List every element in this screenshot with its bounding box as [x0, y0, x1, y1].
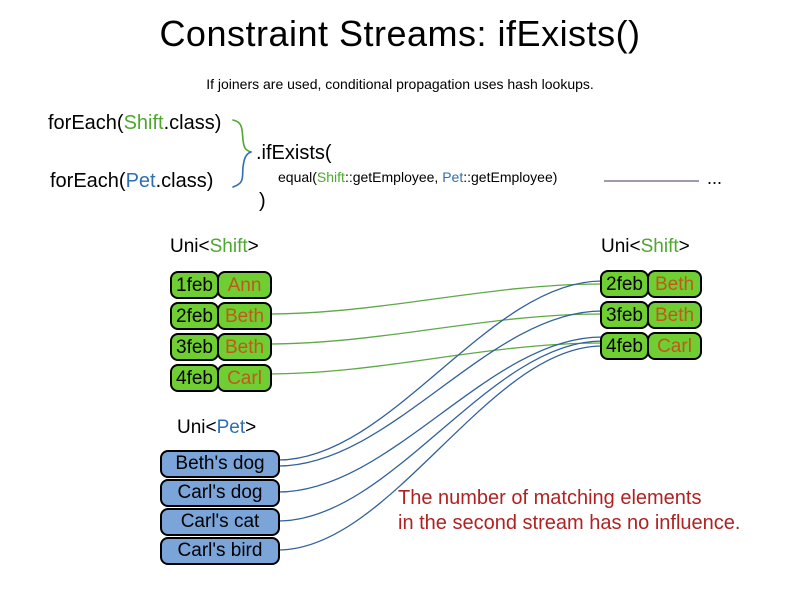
connector-line: [277, 336, 603, 493]
connector-line: [265, 313, 603, 345]
pet-class-token: Pet: [442, 169, 464, 185]
code-text: .class): [155, 170, 214, 192]
connector-line: [277, 280, 603, 461]
connector-line: [277, 310, 603, 467]
code-foreach-shift: forEach(Shift.class): [48, 112, 221, 135]
brace-top-green: [232, 119, 252, 153]
table-row: 4feb Carl: [170, 364, 272, 392]
code-foreach-pet: forEach(Pet.class): [50, 170, 213, 193]
label-text: >: [245, 417, 257, 438]
table-row: 3feb Beth: [600, 301, 702, 329]
slide-title: Constraint Streams: ifExists(): [159, 13, 641, 54]
shift-class-token: Shift: [316, 169, 345, 185]
label-text: >: [247, 236, 259, 257]
code-ifexists: .ifExists(: [256, 142, 332, 164]
shift-date-cell: 4feb: [600, 332, 649, 360]
shift-employee-cell: Carl: [217, 364, 272, 392]
label-text: Uni<: [601, 236, 641, 257]
shift-date-cell: 3feb: [600, 301, 649, 329]
table-row: 2feb Beth: [170, 302, 272, 330]
note-text: The number of matching elements in the s…: [398, 486, 740, 536]
label-text: Uni<: [170, 236, 210, 257]
note-line: in the second stream has no influence.: [398, 512, 741, 534]
pet-cell: Carl's cat: [160, 508, 280, 536]
shift-employee-cell: Beth: [217, 302, 272, 330]
slide-subtitle: If joiners are used, conditional propaga…: [206, 76, 594, 92]
shift-employee-cell: Beth: [647, 270, 702, 298]
connector-line: [277, 345, 603, 551]
label-text: >: [678, 236, 690, 257]
shift-date-cell: 2feb: [170, 302, 219, 330]
shift-date-cell: 1feb: [170, 271, 219, 299]
pet-table: Beth's dog Carl's dog Carl's cat Carl's …: [160, 450, 280, 566]
code-text: ::getEmployee): [463, 169, 558, 185]
note-line: The number of matching elements: [398, 487, 702, 509]
code-equal-joiner: equal(Shift::getEmployee, Pet::getEmploy…: [278, 169, 557, 185]
table-row: 3feb Beth: [170, 333, 272, 361]
table-row: 1feb Ann: [170, 271, 272, 299]
connector-line: [277, 340, 603, 522]
table-row: 4feb Carl: [600, 332, 702, 360]
shift-employee-cell: Beth: [217, 333, 272, 361]
code-text: ::getEmployee,: [344, 169, 443, 185]
code-close-paren: ): [259, 190, 266, 212]
shift-employee-cell: Ann: [217, 271, 272, 299]
ellipsis-text: ...: [707, 168, 723, 188]
brace-bottom-blue: [232, 151, 252, 188]
shift-class-token: Shift: [209, 236, 248, 257]
connector-line: [265, 283, 603, 315]
shift-table-right: 2feb Beth 3feb Beth 4feb Carl: [600, 270, 702, 363]
code-text: forEach(: [48, 112, 124, 134]
pet-cell: Beth's dog: [160, 450, 280, 478]
pet-class-token: Pet: [125, 170, 156, 192]
shift-date-cell: 4feb: [170, 364, 219, 392]
shift-employee-cell: Beth: [647, 301, 702, 329]
label-text: Uni<: [177, 417, 217, 438]
pet-class-token: Pet: [216, 417, 246, 438]
uni-shift-right-label: Uni<Shift>: [601, 236, 690, 258]
code-text: .class): [163, 112, 222, 134]
shift-table-left: 1feb Ann 2feb Beth 3feb Beth 4feb Carl: [170, 271, 272, 395]
shift-date-cell: 2feb: [600, 270, 649, 298]
code-text: forEach(: [50, 170, 126, 192]
pet-cell: Carl's dog: [160, 479, 280, 507]
shift-date-cell: 3feb: [170, 333, 219, 361]
pet-cell: Carl's bird: [160, 537, 280, 565]
shift-class-token: Shift: [123, 112, 164, 134]
shift-employee-cell: Carl: [647, 332, 702, 360]
table-row: 2feb Beth: [600, 270, 702, 298]
code-text: equal(: [278, 169, 317, 185]
uni-pet-label: Uni<Pet>: [177, 417, 256, 439]
uni-shift-left-label: Uni<Shift>: [170, 236, 259, 258]
shift-class-token: Shift: [640, 236, 679, 257]
